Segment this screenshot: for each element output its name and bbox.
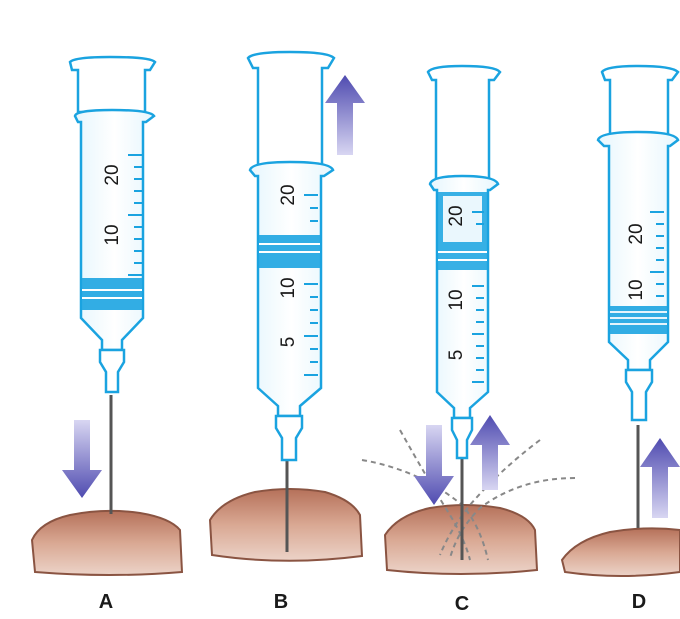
skin-d — [560, 527, 680, 577]
plunger-d — [600, 64, 680, 140]
plunger-a — [68, 55, 157, 114]
plunger-c — [426, 64, 502, 182]
skin-a — [30, 509, 184, 576]
arrow-up-icon — [470, 415, 510, 490]
panel-label-c: C — [455, 593, 469, 615]
arrow-up-icon — [640, 438, 680, 518]
scale-number: 5 — [446, 350, 467, 361]
barrel-d: 20 10 — [596, 130, 680, 422]
panel-label-a: A — [99, 591, 113, 613]
panel-d: 20 10 D — [560, 64, 680, 613]
panel-a: 20 10 A — [30, 55, 184, 613]
arrow-up-icon — [325, 75, 365, 155]
panel-b: 20 10 5 B — [208, 50, 365, 613]
scale-number: 10 — [102, 224, 123, 245]
scale-number: 10 — [446, 289, 467, 310]
barrel-a: 20 10 — [73, 108, 156, 394]
scale-ticks-b — [304, 194, 318, 376]
scale-number: 20 — [446, 205, 467, 226]
scale-number: 20 — [278, 184, 299, 205]
scale-ticks-d — [650, 211, 664, 297]
scale-number: 20 — [102, 164, 123, 185]
panel-label-b: B — [274, 591, 288, 613]
scale-number: 5 — [278, 337, 299, 348]
barrel-b: 20 10 5 — [248, 160, 335, 462]
scale-number: 20 — [626, 223, 647, 244]
plunger-b — [246, 50, 336, 172]
panel-label-d: D — [632, 591, 646, 613]
arrow-down-icon — [62, 420, 102, 498]
barrel-c: 20 10 5 — [428, 174, 500, 460]
panel-c: 20 10 5 C — [361, 64, 576, 615]
scale-ticks-a — [128, 154, 142, 276]
arrow-down-icon — [414, 425, 454, 505]
needle-path-guides — [361, 429, 576, 561]
scale-number: 10 — [626, 279, 647, 300]
scale-ticks-c — [472, 211, 484, 383]
scale-number: 10 — [278, 277, 299, 298]
